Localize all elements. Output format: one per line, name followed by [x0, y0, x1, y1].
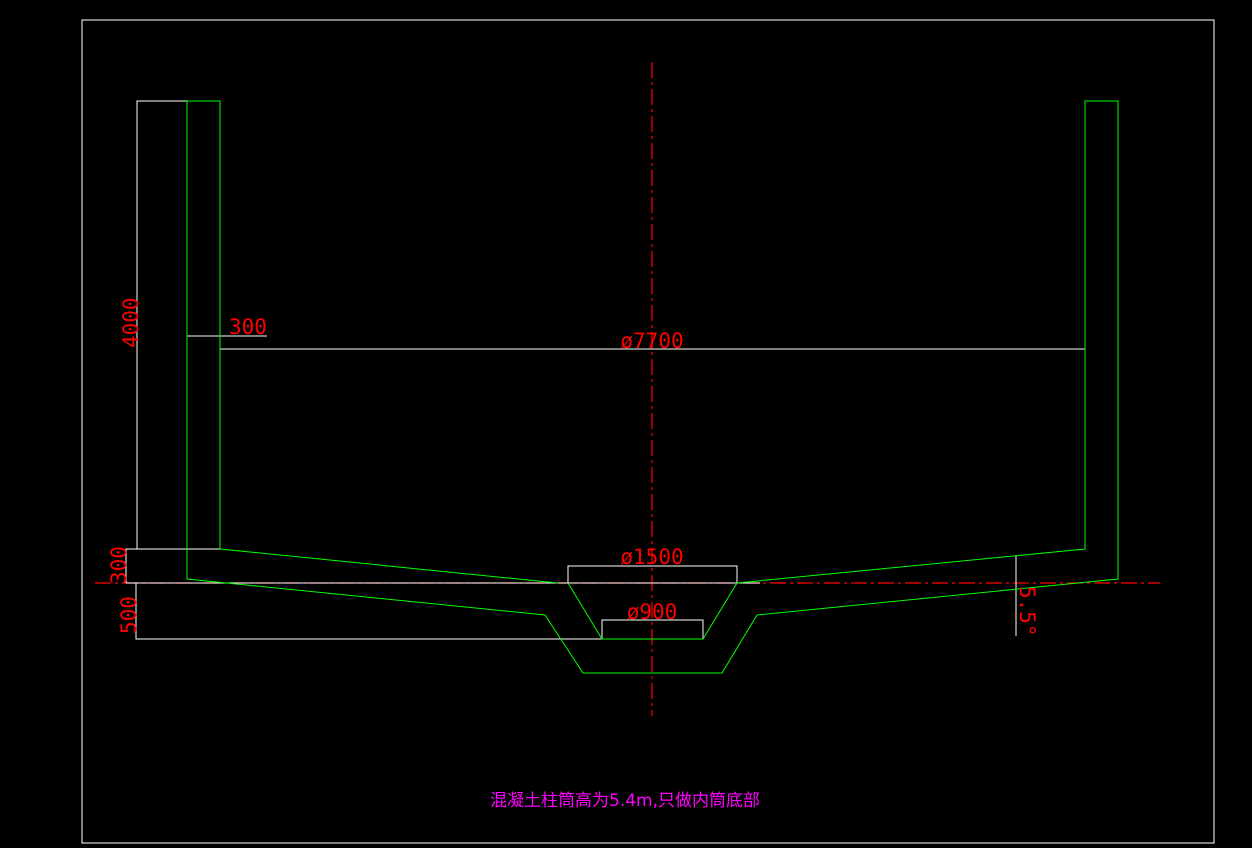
- drawing-note: 混凝土柱筒高为5.4m,只做内筒底部: [490, 791, 760, 811]
- sump-bottom-diameter-dim: ø900: [627, 600, 678, 624]
- wall-height-dim: 4000: [119, 297, 143, 348]
- inner-diameter-dim: ø7700: [620, 329, 683, 353]
- slope-angle-dim: 5.5°: [1015, 586, 1039, 637]
- base-thickness-dim: 300: [107, 546, 131, 584]
- left-wall-outline: [125, 100, 1086, 640]
- concrete-section: [186, 100, 1119, 674]
- sump-top-diameter-dim: ø1500: [620, 545, 683, 569]
- footing-depth-dim: 500: [117, 596, 141, 634]
- drawing-border: [81, 19, 1215, 844]
- wall-thickness-dim: 300: [229, 315, 267, 339]
